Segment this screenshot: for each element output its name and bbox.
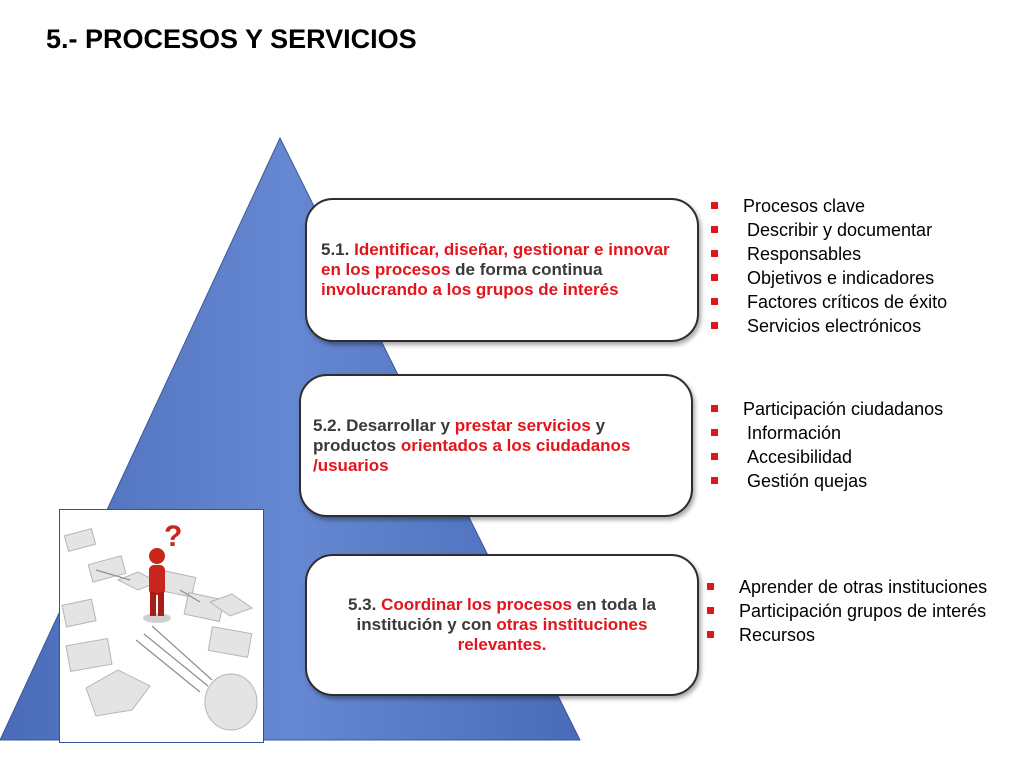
square-bullet-icon	[711, 429, 718, 436]
box-text-segment: en toda la institución y con	[356, 595, 656, 634]
bullet-item-label: Procesos clave	[743, 196, 866, 216]
process-box-5-3-text: 5.3. Coordinar los procesos en toda la i…	[319, 595, 685, 655]
box-text-segment: Identificar, diseñar, gestionar e innova…	[321, 240, 670, 279]
process-box-5-1-text: 5.1. Identificar, diseñar, gestionar e i…	[321, 240, 687, 300]
square-bullet-icon	[711, 298, 718, 305]
figure-head	[149, 548, 165, 564]
process-flow-image: ?	[59, 509, 264, 743]
square-bullet-icon	[711, 322, 718, 329]
process-box-5-1: 5.1. Identificar, diseñar, gestionar e i…	[305, 198, 699, 342]
bullet-item-label: Participación ciudadanos	[743, 399, 944, 419]
process-box-5-2: 5.2. Desarrollar y prestar servicios y p…	[299, 374, 693, 517]
svg-text:?: ?	[164, 520, 182, 553]
process-box-5-2-text: 5.2. Desarrollar y prestar servicios y p…	[313, 416, 681, 476]
square-bullet-icon	[711, 453, 718, 460]
bullet-item-label: Objetivos e indicadores	[747, 268, 935, 288]
bullet-item-label: Servicios electrónicos	[747, 316, 922, 336]
bullet-item-label: Aprender de otras instituciones	[739, 577, 988, 597]
square-bullet-icon	[707, 583, 714, 590]
box-text-segment: orientados a los ciudadanos /usuarios	[313, 435, 631, 475]
box-text-segment: y productos	[313, 415, 606, 455]
square-bullet-icon	[711, 226, 718, 233]
square-bullet-icon	[707, 631, 714, 638]
process-box-5-3: 5.3. Coordinar los procesos en toda la i…	[305, 554, 699, 696]
bullet-item-label: Factores críticos de éxito	[747, 292, 948, 312]
bullet-item-label: Describir y documentar	[747, 220, 933, 240]
square-bullet-icon	[711, 405, 718, 412]
box-text-segment: prestar servicios	[454, 415, 591, 435]
square-bullet-icon	[711, 250, 718, 257]
box-text-segment: involucrando a los grupos de interés	[321, 280, 619, 299]
box-text-segment: 5.3.	[348, 595, 382, 614]
bullet-item-label: Recursos	[739, 625, 816, 645]
box-text-segment: 5.1.	[321, 240, 355, 259]
square-bullet-icon	[707, 607, 714, 614]
box-text-segment: 5.2. Desarrollar y	[313, 415, 455, 435]
box-text-segment: otras instituciones relevantes.	[457, 615, 648, 654]
box-text-segment: Coordinar los procesos	[381, 595, 572, 614]
slide-title: 5.- PROCESOS Y SERVICIOS	[46, 24, 417, 54]
bullet-item-label: Participación grupos de interés	[739, 601, 987, 621]
box-text-segment: de forma continua	[450, 260, 603, 279]
bullet-item-label: Información	[747, 423, 842, 443]
bullet-item-label: Responsables	[747, 244, 862, 264]
square-bullet-icon	[711, 202, 718, 209]
square-bullet-icon	[711, 477, 718, 484]
bullet-item-label: Accesibilidad	[747, 447, 853, 467]
bullet-item-label: Gestión quejas	[747, 471, 868, 491]
square-bullet-icon	[711, 274, 718, 281]
